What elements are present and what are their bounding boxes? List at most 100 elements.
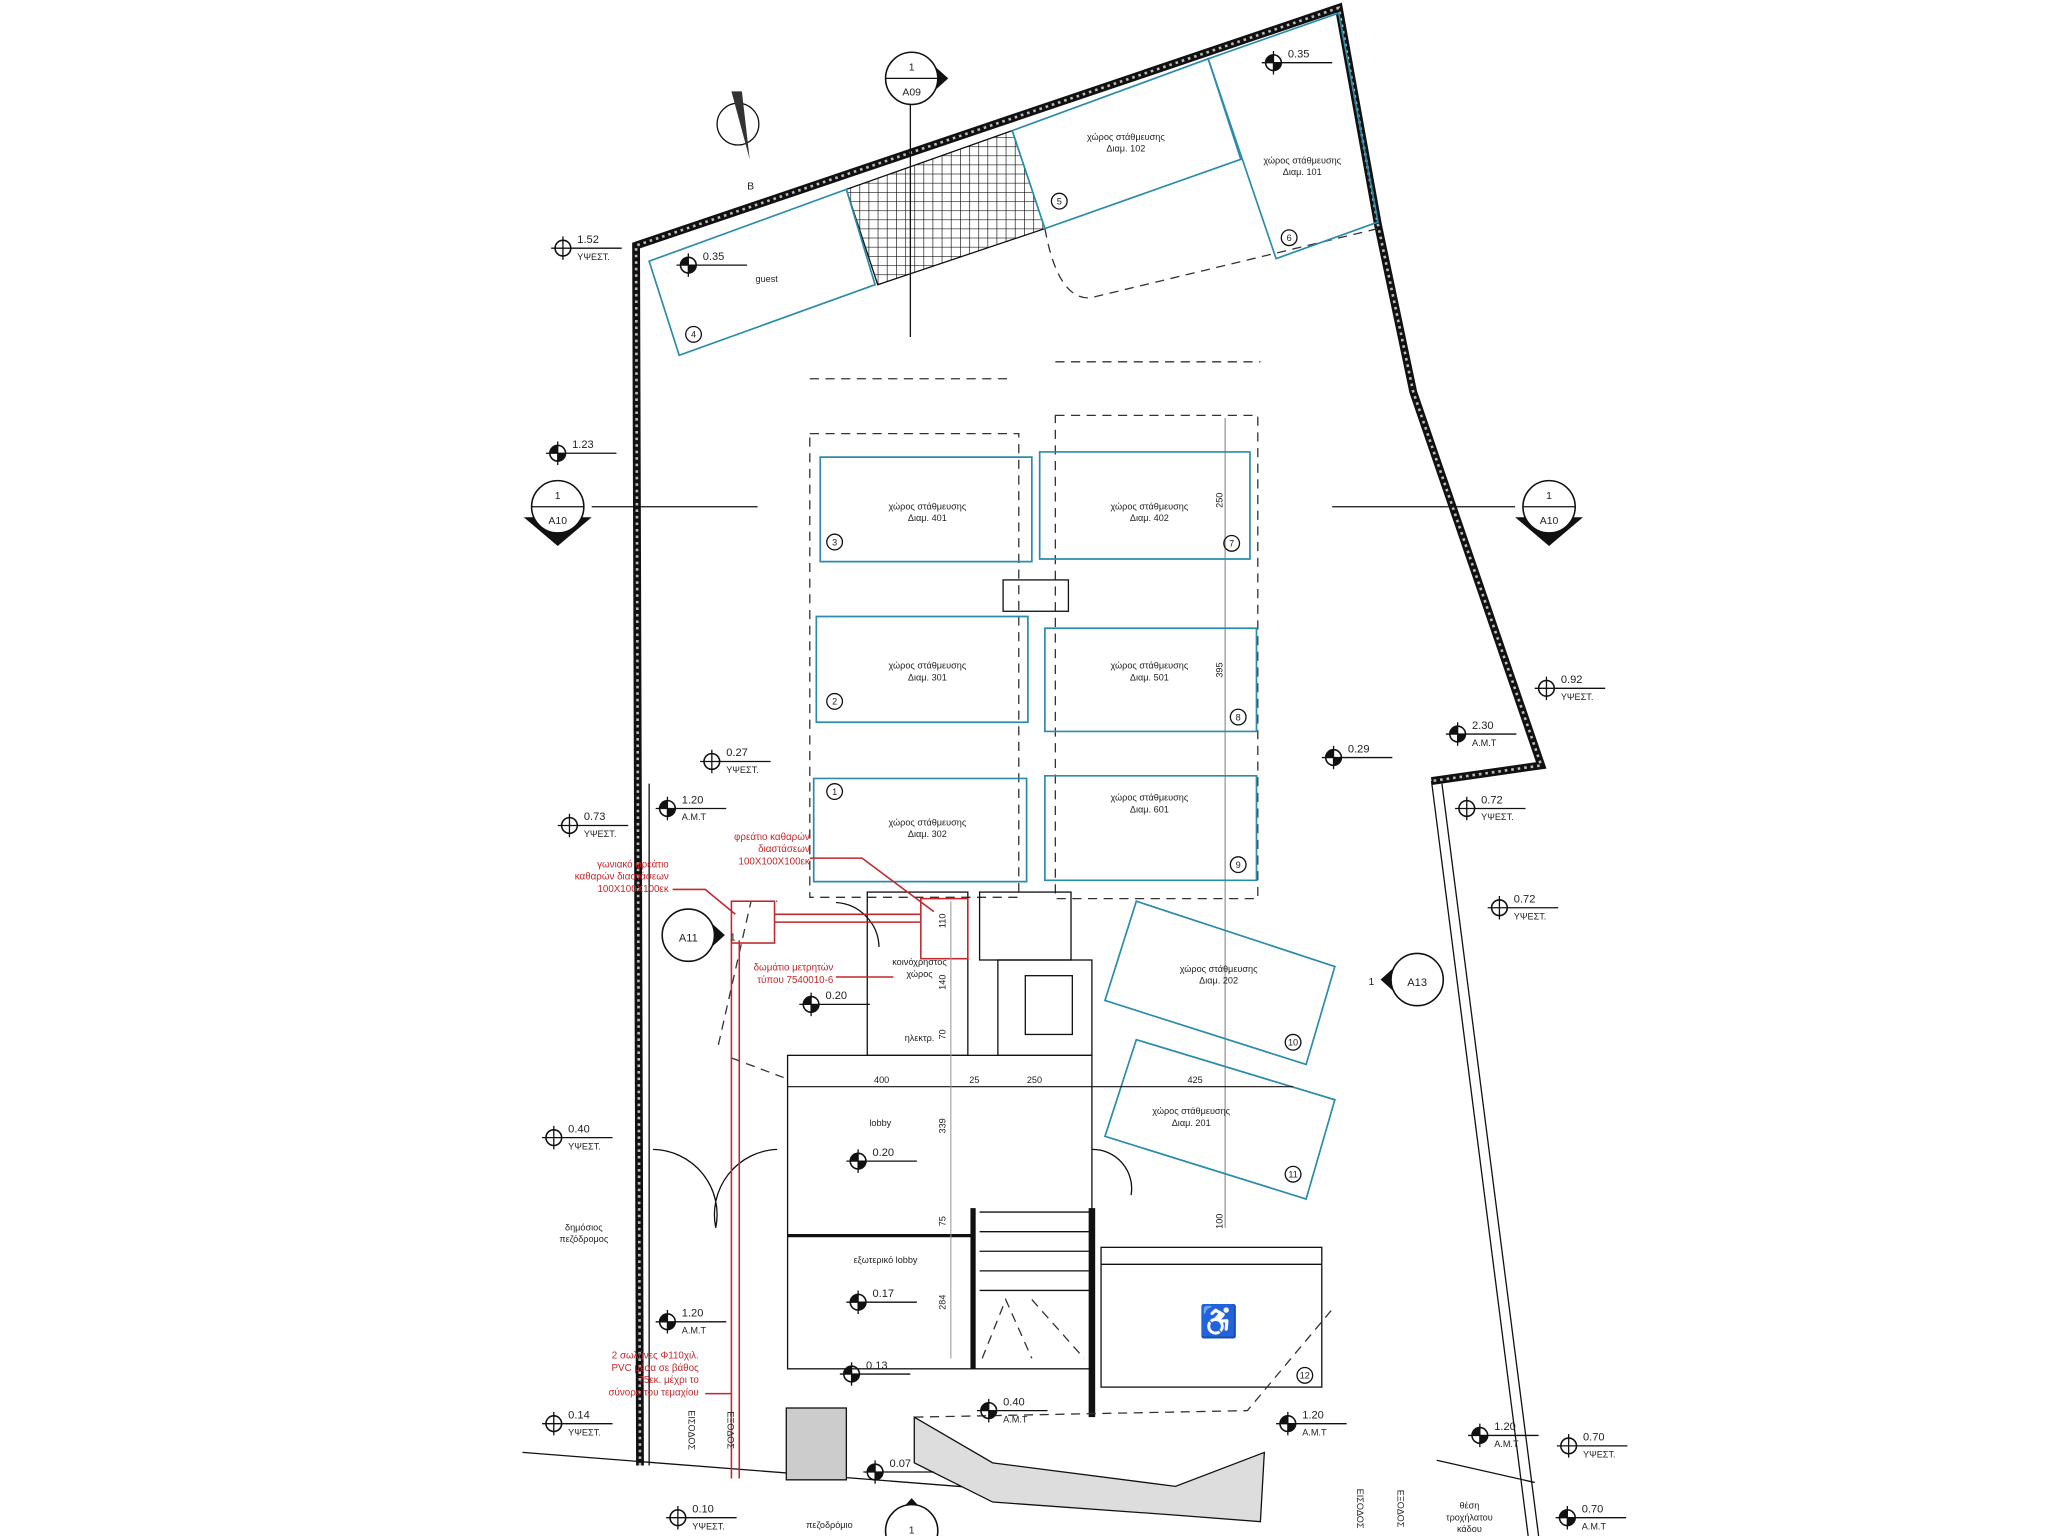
section-sheet: A11 — [679, 933, 698, 945]
bin-label: κάδου — [1457, 1524, 1482, 1534]
level-marker: 1.20Α.Μ.Τ — [1276, 1409, 1347, 1437]
level-marker: 0.17 — [846, 1288, 917, 1314]
level-value: 1.23 — [572, 439, 594, 451]
section-marker[interactable]: 1 — [884, 1498, 939, 1536]
annotation-corner-manhole: καθαρών διαστάσεων — [575, 872, 669, 883]
space-number-circle — [1296, 1366, 1314, 1384]
space-number: 5 — [1057, 196, 1062, 206]
level-type: ΥΨΕΣΤ. — [568, 1427, 601, 1437]
parking-label: χώρος στάθμευσης — [1111, 661, 1189, 671]
space-number: 4 — [691, 330, 696, 340]
space-number-circle — [826, 783, 844, 800]
north-arrow-icon: Β — [716, 91, 760, 192]
annotation-meter-room: τύπου 7540010-6 — [757, 975, 834, 986]
parking-outline — [812, 777, 1028, 883]
level-type: ΥΨΕΣΤ. — [1514, 912, 1547, 922]
dimension-label: 100 — [1215, 1214, 1225, 1229]
level-type: Α.Μ.Τ — [1302, 1427, 1327, 1437]
annotation-pipes: 75εκ. μέχρι το — [638, 1375, 699, 1386]
public-walkway-label: δημόσιος — [565, 1222, 603, 1232]
level-marker: 0.20 — [846, 1147, 917, 1173]
level-type: ΥΨΕΣΤ. — [584, 829, 617, 839]
entry-label: ΕΙΣΟΔΟΣ — [686, 1410, 696, 1450]
parking-label: χώρος στάθμευσης — [1111, 793, 1189, 803]
level-value: 1.52 — [577, 234, 599, 246]
parking-apartment: Διαμ. 402 — [1130, 513, 1169, 523]
level-marker: 0.13 — [839, 1360, 911, 1386]
room-outer-lobby: εξωτερικό lobby — [854, 1255, 918, 1265]
parking-apartment: Διαμ. 101 — [1283, 167, 1322, 177]
level-value: 2.30 — [1472, 720, 1494, 732]
level-marker: 0.29 — [1321, 743, 1393, 770]
level-value: 0.14 — [568, 1409, 590, 1421]
level-value: 0.72 — [1481, 794, 1503, 806]
level-value: 0.40 — [1003, 1396, 1025, 1408]
level-type: ΥΨΕΣΤ. — [568, 1141, 601, 1151]
space-number-circle — [1223, 534, 1241, 552]
space-number: 6 — [1287, 233, 1292, 243]
space-number: 7 — [1229, 539, 1234, 549]
dimension-label: 284 — [938, 1295, 948, 1310]
space-number-circle — [826, 533, 844, 551]
bin-label: τροχήλατου — [1446, 1512, 1493, 1522]
space-number-circle — [1050, 192, 1068, 210]
retaining-wall — [913, 1416, 1266, 1523]
dimension-label: 400 — [874, 1075, 889, 1085]
parking-label: χώρος στάθμευσης — [1111, 501, 1189, 511]
dimension-label: 25 — [969, 1075, 979, 1085]
level-type: ΥΨΕΣΤ. — [692, 1521, 725, 1531]
level-type: Α.Μ.Τ — [1582, 1521, 1607, 1531]
room-electrical: ηλεκτρ. — [905, 1033, 935, 1043]
space-number: 2 — [832, 697, 837, 707]
level-type: ΥΨΕΣΤ. — [1583, 1450, 1616, 1460]
parking-outline — [1038, 451, 1251, 560]
level-type: Α.Μ.Τ — [682, 812, 707, 822]
exit-label: ΕΞΟΔΟΣ — [726, 1411, 736, 1449]
dimension-label: 140 — [938, 975, 948, 990]
annotation-manhole: 100X100X100εκ — [739, 857, 810, 868]
level-value: 0.20 — [825, 990, 847, 1002]
dimension-label: 75 — [938, 1216, 948, 1226]
parking-label: χώρος στάθμευσης — [1087, 132, 1165, 142]
building — [653, 891, 1336, 1523]
room-common: χώρος — [906, 969, 933, 979]
parking-outline — [1103, 900, 1336, 1066]
level-marker: 0.20 — [799, 990, 870, 1017]
wheelchair-icon: ♿ — [1199, 1303, 1238, 1339]
section-number: 1 — [1369, 977, 1375, 988]
space-number: 11 — [1288, 1169, 1297, 1179]
parking-label: χώρος στάθμευσης — [1263, 155, 1341, 165]
exit-label: ΕΞΟΔΟΣ — [1396, 1490, 1406, 1528]
annotation-manhole: φρεάτιο καθαρών — [734, 832, 810, 843]
section-number: 1 — [555, 491, 561, 502]
parking-outline — [1011, 57, 1242, 230]
section-number: 1 — [909, 1525, 915, 1536]
annotation-pipes: 2 σωλήνες Φ110χιλ. — [612, 1350, 699, 1361]
space-number-circle — [1284, 1033, 1302, 1051]
parking-apartment: Διαμ. 601 — [1130, 804, 1169, 814]
level-value: 0.70 — [1583, 1432, 1605, 1444]
public-walkway-label: πεζόδρομος — [559, 1234, 609, 1244]
section-sheet: A10 — [1540, 516, 1559, 527]
parking-outline — [1103, 1038, 1336, 1201]
annotation-pipes: σύνορο του τεμαχίου — [608, 1388, 698, 1399]
parking-label: χώρος στάθμευσης — [888, 501, 966, 511]
drainage-annotations — [672, 857, 969, 1479]
